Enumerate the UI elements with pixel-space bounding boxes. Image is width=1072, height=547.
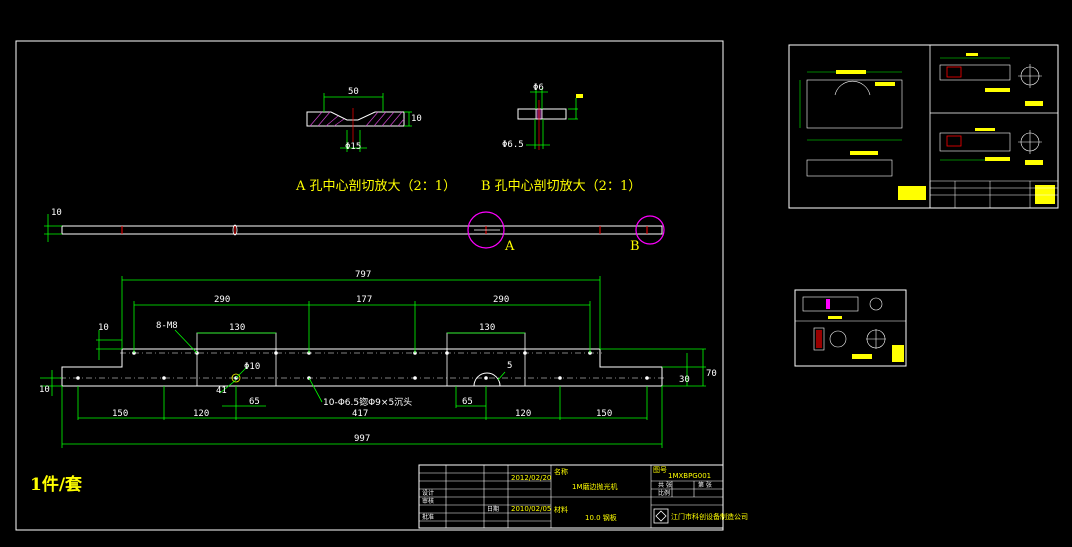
side-view-thickness-dim: 10 (51, 208, 62, 218)
title-sheet-label: 共 张 (658, 481, 672, 489)
title-product-label: 名称 (554, 467, 568, 476)
side-view-thickness-dim-lines (44, 214, 62, 242)
title-material-label: 材料 (554, 505, 568, 514)
plan-view-outline (61, 348, 663, 387)
title-sheet-of: 第 张 (698, 481, 712, 489)
thumbnail-sheet-1[interactable] (788, 44, 1059, 209)
title-scale-label: 比例 (658, 489, 670, 497)
detail-a-width-dim: 50 (348, 87, 359, 97)
company-logo-icon (653, 508, 669, 524)
detail-a-dims (323, 93, 412, 152)
dim-step-10: 10 (98, 323, 109, 333)
plan-view-holes (76, 351, 649, 380)
title-drawing-no: 1MXBPG001 (668, 472, 711, 480)
title-material: 10.0 钢板 (585, 513, 617, 522)
title-designer-label: 设计 (422, 489, 434, 497)
thread-note: 8-M8 (156, 321, 178, 331)
dim-997: 997 (354, 434, 370, 444)
title-company: 江门市科创设备制造公司 (671, 512, 748, 521)
title-date-label: 日期 (487, 505, 499, 513)
side-view-holes (121, 226, 648, 234)
detail-a-depth-dim: 10 (411, 114, 422, 124)
dim-slot-5: 5 (507, 361, 512, 371)
callout-circle-b[interactable] (635, 215, 665, 245)
title-checker-label: 审核 (422, 497, 434, 505)
plan-view[interactable]: 797 290 177 290 130 130 10 10 8-M8 Φ10 4… (39, 270, 717, 448)
detail-b-dims (526, 88, 578, 149)
dim-177: 177 (356, 295, 372, 305)
dim-130-left: 130 (229, 323, 245, 333)
title-approve-label: 批准 (422, 513, 434, 521)
dim-120-right: 120 (515, 409, 531, 419)
detail-a-view[interactable]: 50 Φ15 10 A 孔中心剖切放大（2：1） (295, 87, 456, 194)
side-view-hole-mark (232, 224, 238, 236)
dim-150-right: 150 (596, 409, 612, 419)
dim-150-left: 150 (112, 409, 128, 419)
detail-a-caption: A 孔中心剖切放大（2：1） (295, 179, 456, 194)
dim-hole-dia: Φ10 (244, 362, 260, 372)
title-drawing-label: 图号 (653, 466, 667, 474)
callout-label-a: A (504, 239, 515, 254)
plan-view-centerlines (60, 352, 664, 379)
detail-b-width-dim: Φ6 (533, 83, 544, 93)
plan-view-center-hole (231, 373, 241, 383)
dim-65-right: 65 (462, 397, 473, 407)
detail-b-mark (576, 94, 583, 98)
dim-base-10: 10 (39, 385, 50, 395)
dim-41: 41 (216, 386, 227, 396)
title-block[interactable]: 2012/02/20 名称 1M磨边抛光机 图号 1MXBPG001 共 张 第… (418, 464, 748, 529)
title-date-bottom: 2010/02/05 (511, 505, 551, 513)
dim-120-left: 120 (193, 409, 209, 419)
plan-view-dimension-lines (40, 276, 706, 448)
side-view[interactable]: 10 A B (44, 208, 665, 254)
dim-290-left: 290 (214, 295, 230, 305)
detail-a-hatch (309, 111, 405, 127)
dim-417: 417 (352, 409, 368, 419)
detail-a-section (306, 111, 405, 127)
main-sheet-frame (15, 40, 724, 531)
detail-a-hole-dim: Φ15 (345, 142, 361, 152)
side-view-bar (61, 225, 663, 235)
title-product-name: 1M磨边抛光机 (572, 482, 618, 491)
title-date-top: 2012/02/20 (511, 474, 551, 482)
dim-30: 30 (679, 375, 690, 385)
dim-130-right: 130 (479, 323, 495, 333)
plan-view-notch (473, 372, 501, 387)
detail-b-view[interactable]: Φ6 Φ6.5 B 孔中心剖切放大（2：1） (481, 83, 641, 194)
dim-290-right: 290 (493, 295, 509, 305)
dim-70: 70 (706, 369, 717, 379)
dim-797: 797 (355, 270, 371, 280)
thumbnail-sheet-2[interactable] (794, 289, 907, 367)
callout-circle-a[interactable] (467, 211, 505, 249)
detail-b-caption: B 孔中心剖切放大（2：1） (481, 179, 641, 194)
callout-label-b: B (630, 239, 640, 254)
countersink-note: 10-Φ6.5锪Φ9×5沉头 (323, 396, 412, 408)
quantity-label: 1件/套 (30, 474, 83, 495)
detail-b-hole-dim: Φ6.5 (502, 140, 524, 150)
dim-65-left: 65 (249, 397, 260, 407)
